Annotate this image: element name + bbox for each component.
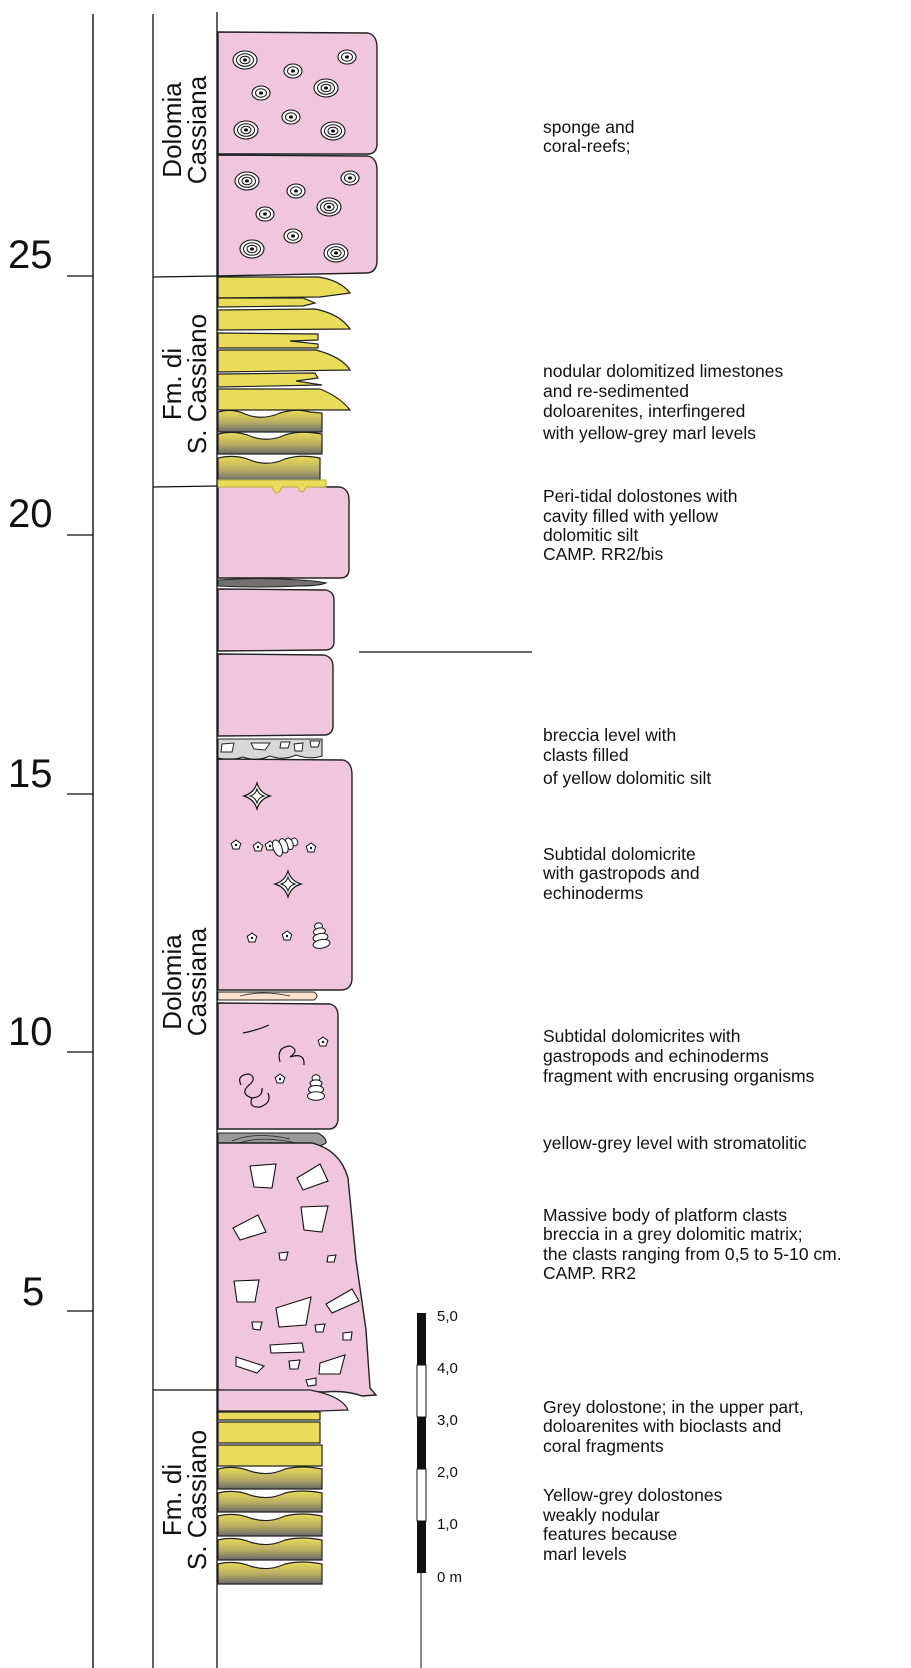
subtidal-bed-2 — [218, 1003, 338, 1129]
scale-label-3: 3,0 — [437, 1412, 458, 1429]
scale-label-1: 1,0 — [437, 1516, 458, 1533]
description-grey-dolostone: Grey dolostone; in the upper part, doloa… — [543, 1397, 809, 1456]
axis-label-20: 20 — [8, 492, 53, 536]
axis-label-15: 15 — [8, 752, 53, 796]
description-nodular: nodular dolomitized limestones and re-se… — [542, 361, 788, 443]
formation-label-dolomia-middle: Cassiana — [182, 927, 212, 1036]
descriptions: sponge and coral-reefs; nodular dolomiti… — [542, 117, 847, 1564]
subtidal-bed-1 — [218, 759, 352, 990]
description-yellow-grey: Yellow-grey dolostones weakly nodular fe… — [542, 1485, 727, 1564]
scale-bar: 5,0 4,0 3,0 2,0 1,0 0 m — [417, 1308, 462, 1668]
description-peritidal: Peri-tidal dolostones with cavity filled… — [543, 486, 742, 564]
axis-label-25: 25 — [8, 233, 53, 277]
massive-breccia-body — [218, 1143, 376, 1396]
formation-label-cassiano-lower: S. Cassiano — [182, 1430, 212, 1570]
cassiano-lower-beds — [218, 1412, 322, 1584]
description-breccia-level: breccia level with clasts filled of yell… — [543, 725, 711, 788]
scale-label-4: 4,0 — [437, 1360, 458, 1377]
breccia-level — [218, 739, 322, 759]
peritidal-bed — [218, 486, 349, 578]
scale-label-5: 5,0 — [437, 1308, 458, 1325]
axis-label-5: 5 — [22, 1270, 44, 1314]
description-reefs: sponge and coral-reefs; — [543, 117, 639, 156]
formation-boundary — [153, 276, 218, 277]
formation-boundary — [153, 486, 218, 487]
axis-label-10: 10 — [8, 1010, 53, 1054]
scale-label-2: 2,0 — [437, 1464, 458, 1481]
lithology-column — [218, 32, 377, 1584]
scale-label-0: 0 m — [437, 1569, 462, 1586]
description-subtidal-1: Subtidal dolomicrite with gastropods and… — [542, 844, 705, 903]
description-stromatolitic: yellow-grey level with stromatolitic — [543, 1133, 807, 1153]
description-massive: Massive body of platform clasts breccia … — [543, 1205, 847, 1283]
formation-label-dolomia-upper: Cassiana — [182, 75, 212, 184]
description-subtidal-2: Subtidal dolomicrites with gastropods an… — [543, 1026, 815, 1086]
depth-axis: 25 20 15 10 5 — [8, 14, 93, 1668]
cassiano-upper-beds — [218, 277, 350, 481]
formation-label-cassiano-upper: S. Cassiano — [182, 314, 212, 454]
